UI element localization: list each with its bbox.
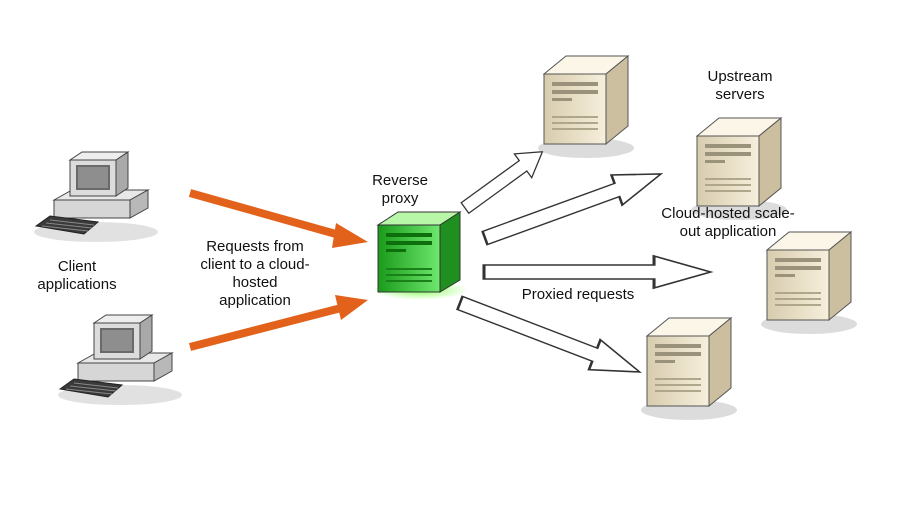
reverse-proxy-server: [372, 211, 468, 300]
upstream-server-3: [760, 231, 858, 335]
request-arrow-2: [189, 295, 368, 351]
client-applications-label: Client applications: [37, 258, 117, 293]
proxied-arrow-3: [482, 254, 713, 290]
reverse-proxy-label: Reverse proxy: [372, 172, 428, 207]
client-computer-1: [33, 151, 159, 243]
cloud-hosted-label: Cloud-hosted scale- out application: [661, 205, 795, 240]
request-arrow-1: [188, 189, 368, 248]
requests-label: Requests from client to a cloud- hosted …: [200, 238, 310, 309]
upstream-server-4: [640, 317, 738, 421]
proxied-arrow-1: [455, 139, 552, 221]
upstream-servers-label: Upstream servers: [707, 68, 773, 103]
client-computer-2: [57, 314, 183, 406]
proxied-requests-label: Proxied requests: [521, 286, 635, 303]
upstream-server-1: [537, 55, 635, 159]
